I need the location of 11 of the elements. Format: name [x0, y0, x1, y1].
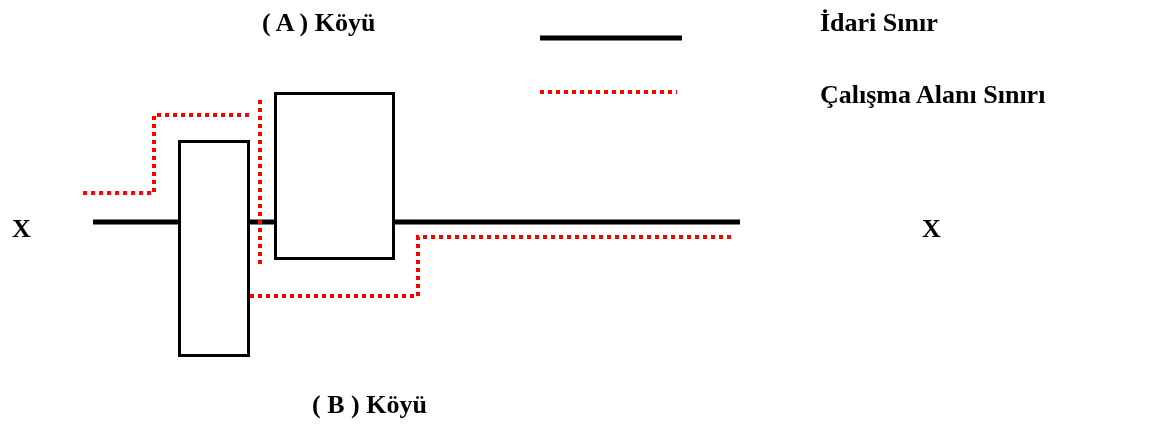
- boundary-line: [250, 219, 274, 225]
- parcel-rectangle: [178, 140, 250, 357]
- boundary-line: [395, 219, 740, 225]
- legend-text: Çalışma Alanı Sınırı: [820, 82, 1046, 108]
- legend-text: İdari Sınır: [820, 10, 938, 36]
- section-marker: X: [12, 216, 31, 242]
- village-label: ( A ) Köyü: [262, 10, 376, 36]
- parcel-rectangle: [274, 92, 395, 260]
- section-marker: X: [922, 216, 941, 242]
- boundary-line: [93, 219, 178, 225]
- village-label: ( B ) Köyü: [312, 392, 427, 418]
